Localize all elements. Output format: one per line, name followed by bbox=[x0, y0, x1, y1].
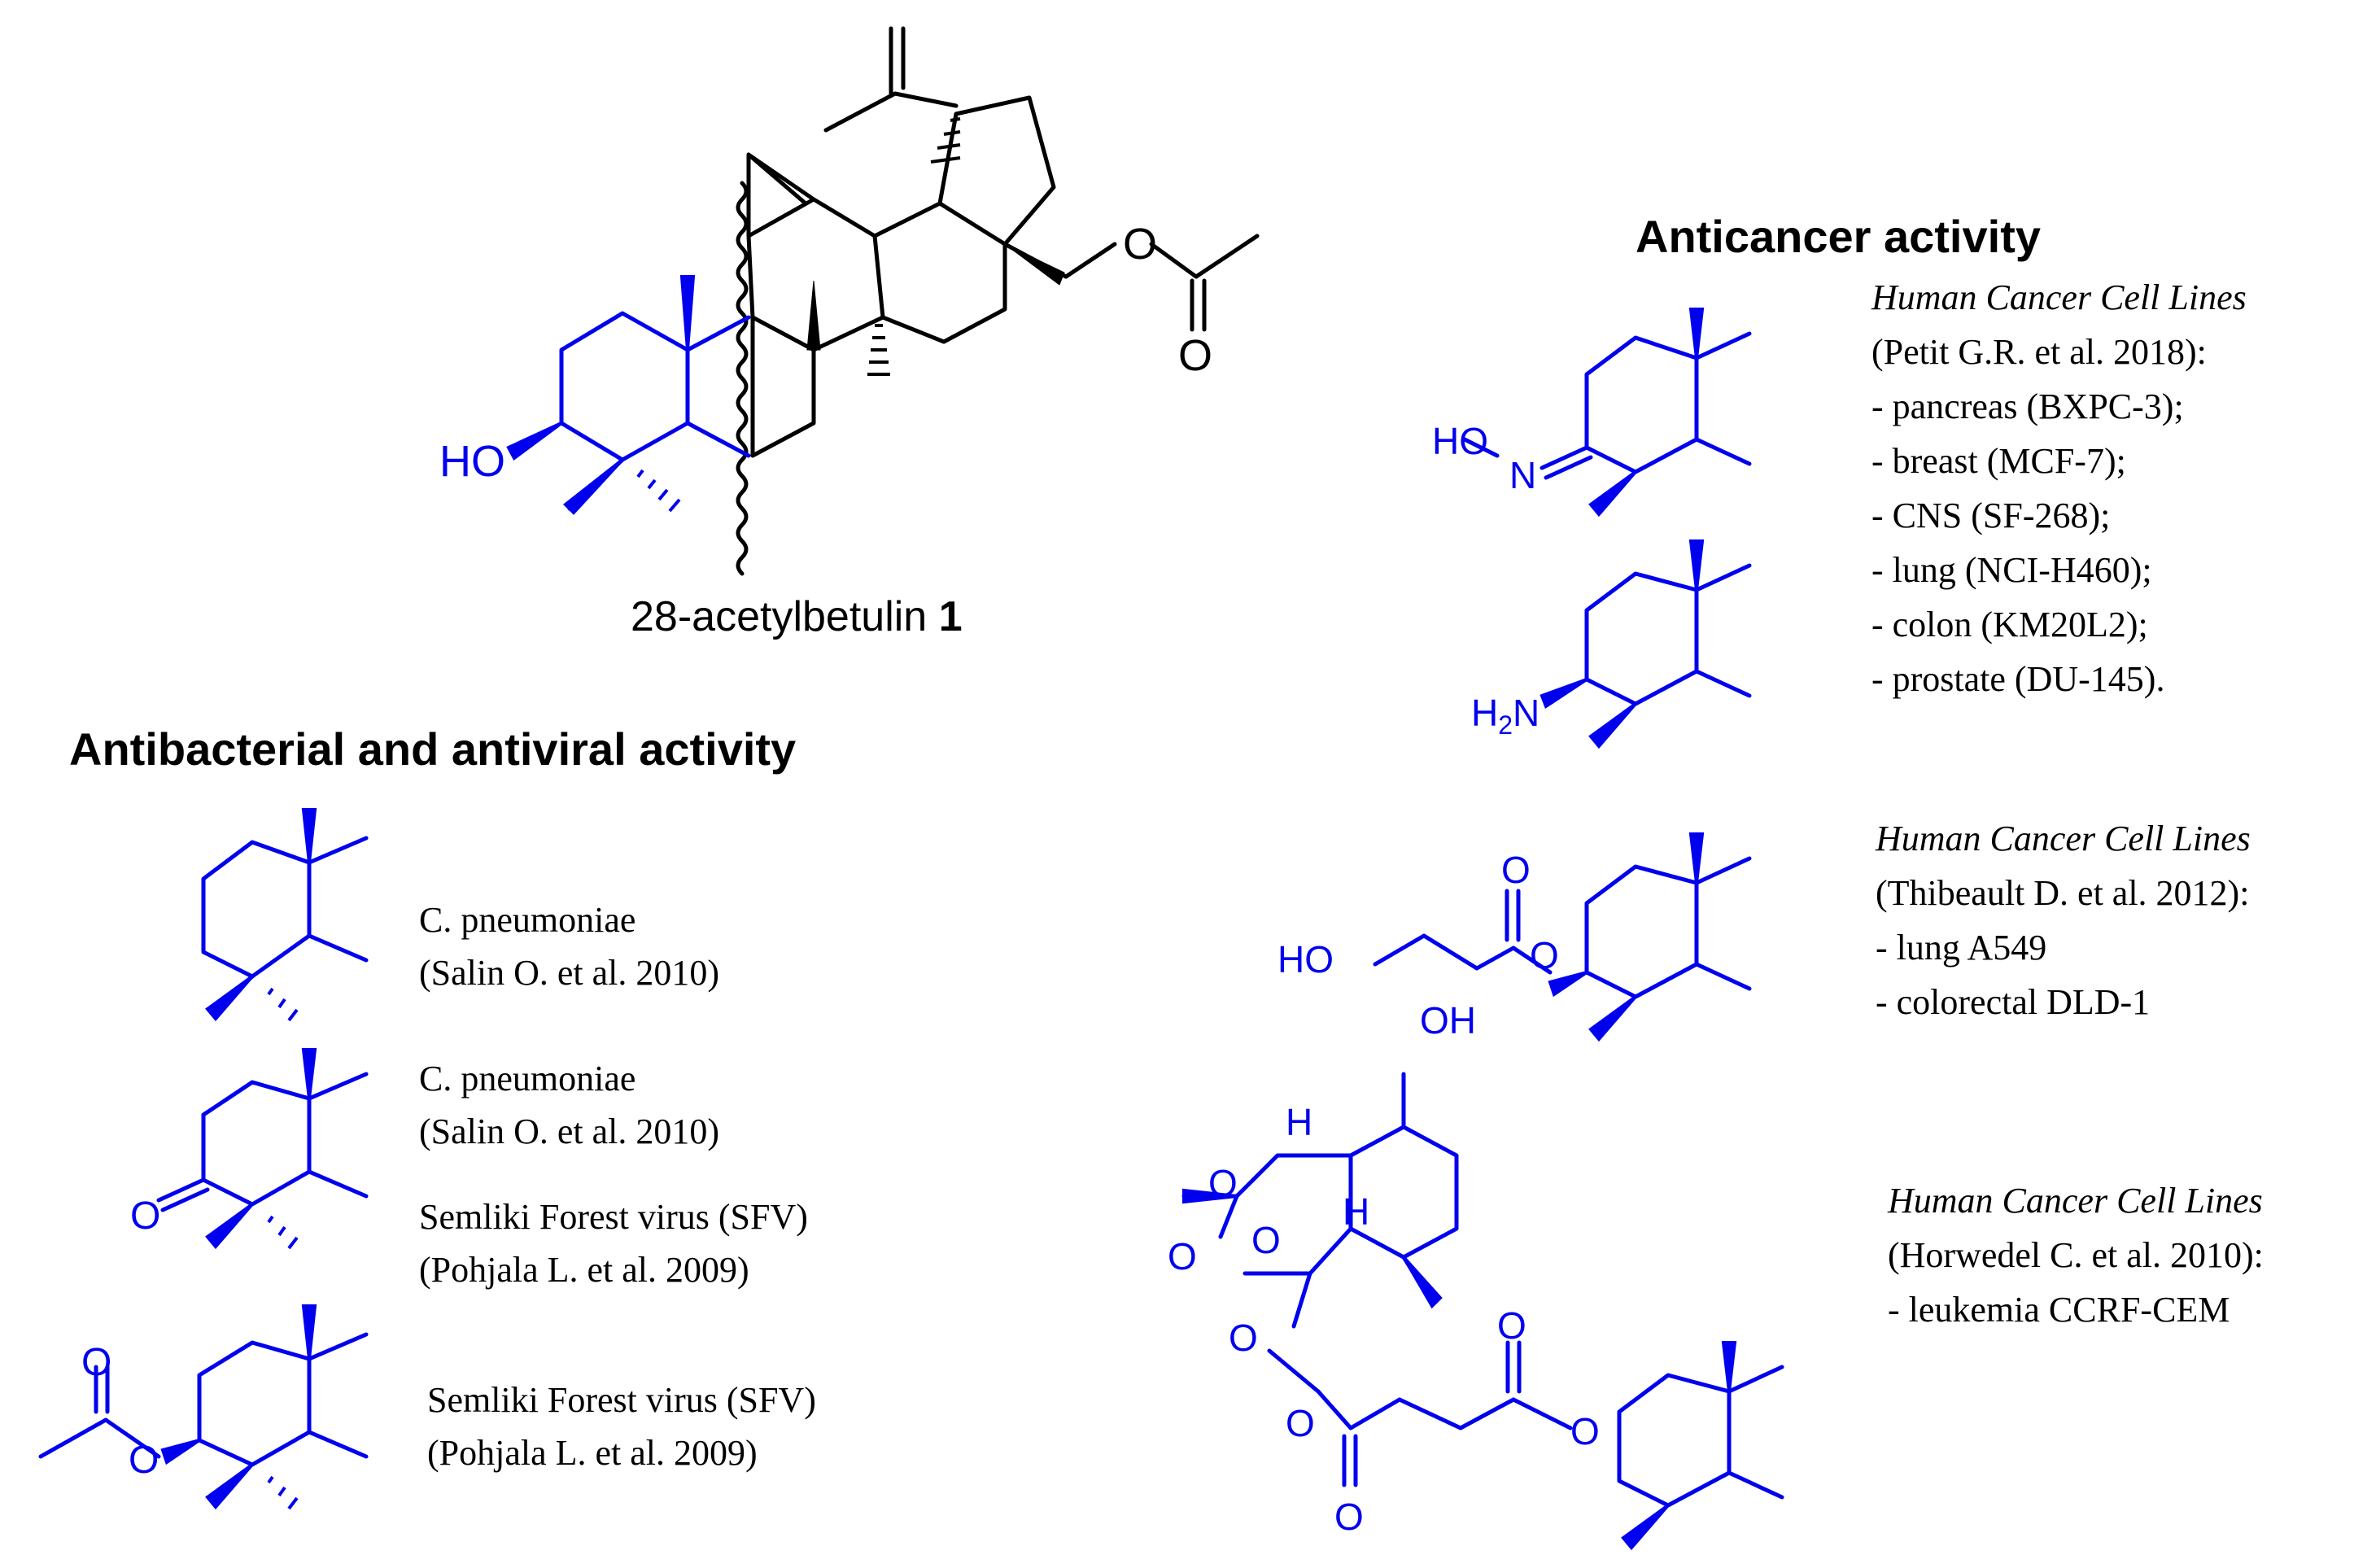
betulin-ring-a bbox=[559, 311, 751, 511]
svg-text:- leukemia CCRF-CEM: - leukemia CCRF-CEM bbox=[1888, 1290, 2230, 1330]
antibacterial-ref-2: C. pneumoniae (Salin O. et al. 2010) Sem… bbox=[419, 1059, 808, 1290]
atom-o-peroxide: O bbox=[1208, 1162, 1238, 1204]
atom-o-carbonyl-glycerate: O bbox=[1501, 849, 1531, 891]
svg-text:- CNS (SF-268);: - CNS (SF-268); bbox=[1871, 496, 2110, 535]
atom-o-ester: O bbox=[1123, 220, 1157, 269]
atom-o-acetate: O bbox=[129, 1439, 159, 1482]
atom-oh-glycerate: OH bbox=[1420, 999, 1476, 1042]
atom-h-artemisinin: H bbox=[1286, 1101, 1312, 1143]
svg-text:Human Cancer Cell Lines: Human Cancer Cell Lines bbox=[1871, 277, 2247, 317]
anticancer-stereobonds bbox=[1182, 308, 1737, 1551]
atom-n-oxime: N bbox=[1509, 454, 1536, 496]
svg-text:Human Cancer Cell Lines: Human Cancer Cell Lines bbox=[1875, 819, 2251, 858]
svg-text:Semliki Forest virus (SFV): Semliki Forest virus (SFV) bbox=[427, 1380, 816, 1420]
svg-text:(Thibeault D. et al. 2012):: (Thibeault D. et al. 2012): bbox=[1876, 873, 2249, 913]
atom-o-ester-glycerate: O bbox=[1530, 934, 1559, 976]
svg-text:C. pneumoniae: C. pneumoniae bbox=[419, 900, 635, 940]
betulin-stereobonds bbox=[806, 117, 1065, 376]
antibacterial-ref-3: Semliki Forest virus (SFV) (Pohjala L. e… bbox=[427, 1380, 816, 1473]
atom-o-acetate-carbonyl: O bbox=[81, 1341, 111, 1384]
atom-o-ring: O bbox=[1168, 1235, 1197, 1278]
atom-h2n: H2N bbox=[1471, 692, 1539, 740]
antibacterial-section-title: Antibacterial and antiviral activity bbox=[69, 723, 796, 775]
svg-text:Semliki Forest virus (SFV): Semliki Forest virus (SFV) bbox=[419, 1197, 808, 1237]
atom-o-succinate-ester: O bbox=[1570, 1410, 1600, 1452]
svg-text:(Pohjala L. et al. 2009): (Pohjala L. et al. 2009) bbox=[419, 1250, 749, 1290]
svg-text:- lung (NCI-H460);: - lung (NCI-H460); bbox=[1871, 550, 2152, 590]
svg-text:- breast (MCF-7);: - breast (MCF-7); bbox=[1871, 441, 2126, 481]
anticancer-ref-2: Human Cancer Cell Lines (Thibeault D. et… bbox=[1875, 819, 2251, 1022]
atom-ho-oxime: HO bbox=[1432, 420, 1488, 462]
atom-o-lactol: O bbox=[1229, 1317, 1258, 1359]
svg-text:(Petit G.R. et al. 2018):: (Petit G.R. et al. 2018): bbox=[1871, 332, 2207, 372]
atom-o-succinate-carbonyl: O bbox=[1334, 1496, 1364, 1538]
atom-o-succinate: O bbox=[1286, 1402, 1315, 1444]
atom-o-carbonyl: O bbox=[1178, 331, 1212, 380]
atom-ho-main: HO bbox=[439, 437, 505, 486]
svg-text:- prostate (DU-145).: - prostate (DU-145). bbox=[1871, 659, 2164, 699]
atom-o-succinate-carbonyl-2: O bbox=[1497, 1304, 1526, 1347]
atom-h-artemisinin-2: H bbox=[1343, 1190, 1369, 1233]
antibacterial-stereobonds bbox=[160, 808, 317, 1510]
atom-ho-glycerate: HO bbox=[1277, 938, 1334, 981]
svg-text:C. pneumoniae: C. pneumoniae bbox=[419, 1059, 635, 1098]
svg-text:- lung A549: - lung A549 bbox=[1876, 928, 2046, 967]
svg-text:- colon (KM20L2);: - colon (KM20L2); bbox=[1871, 605, 2148, 644]
main-compound-name: 28-acetylbetulin 1 bbox=[631, 593, 963, 640]
anticancer-section-title: Anticancer activity bbox=[1636, 211, 2041, 262]
anticancer-ref-1: Human Cancer Cell Lines (Petit G.R. et a… bbox=[1871, 277, 2247, 699]
betulin-ring-a-stereo bbox=[506, 275, 696, 515]
svg-text:- pancreas (BXPC-3);: - pancreas (BXPC-3); bbox=[1871, 387, 2184, 426]
atom-o-peroxide-2: O bbox=[1251, 1219, 1281, 1261]
svg-text:- colorectal DLD-1: - colorectal DLD-1 bbox=[1876, 982, 2150, 1022]
atom-o-ketone: O bbox=[130, 1195, 160, 1238]
antibacterial-ref-1: C. pneumoniae (Salin O. et al. 2010) bbox=[419, 900, 719, 993]
anticancer-ref-3: Human Cancer Cell Lines (Horwedel C. et … bbox=[1887, 1181, 2264, 1330]
svg-text:(Salin O. et al. 2010): (Salin O. et al. 2010) bbox=[419, 953, 719, 993]
svg-text:(Horwedel C. et al. 2010):: (Horwedel C. et al. 2010): bbox=[1888, 1235, 2264, 1275]
svg-text:(Pohjala L. et al. 2009): (Pohjala L. et al. 2009) bbox=[427, 1433, 758, 1473]
svg-text:(Salin O. et al. 2010): (Salin O. et al. 2010) bbox=[419, 1112, 719, 1151]
svg-text:Human Cancer Cell Lines: Human Cancer Cell Lines bbox=[1887, 1181, 2263, 1221]
anticancer-structures bbox=[1181, 331, 1784, 1508]
